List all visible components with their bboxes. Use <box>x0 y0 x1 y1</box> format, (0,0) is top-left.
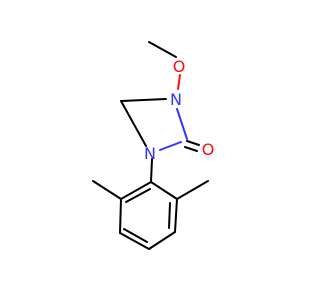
bond-ring-2 <box>174 198 178 233</box>
bond-ch2-ch2 <box>120 100 147 147</box>
bond-ring-2-inner <box>168 202 171 229</box>
bond-c-o-double-1 <box>186 140 200 146</box>
structure-diagram: O N O N <box>92 41 215 250</box>
bond-ch3-o <box>148 41 177 58</box>
bond-n-aryl <box>150 158 153 183</box>
bond-n-c-upper <box>176 108 188 140</box>
atom-label-n-upper: N <box>170 90 182 109</box>
bond-ring-3 <box>148 231 176 250</box>
bond-o-n-upper <box>177 74 181 90</box>
atom-label-o-carbonyl: O <box>202 140 215 159</box>
bond-n-ch2-top <box>120 98 167 102</box>
bond-ring-4-inner <box>123 228 148 243</box>
bond-ring-6 <box>120 181 152 200</box>
atom-label-o-methoxy: O <box>173 57 186 76</box>
bond-ring-4 <box>119 232 150 250</box>
bond-methyl-right <box>176 180 209 200</box>
bond-c-o-double-2 <box>184 146 198 152</box>
atom-label-n-lower: N <box>144 144 156 163</box>
bond-ring-1 <box>150 181 178 200</box>
bond-n-c-lower <box>159 141 182 151</box>
bond-ring-5 <box>119 198 122 234</box>
molecule-drawing: O N O N <box>92 41 215 250</box>
bond-ring-6-inner <box>125 188 151 203</box>
bond-methyl-left <box>92 180 122 200</box>
